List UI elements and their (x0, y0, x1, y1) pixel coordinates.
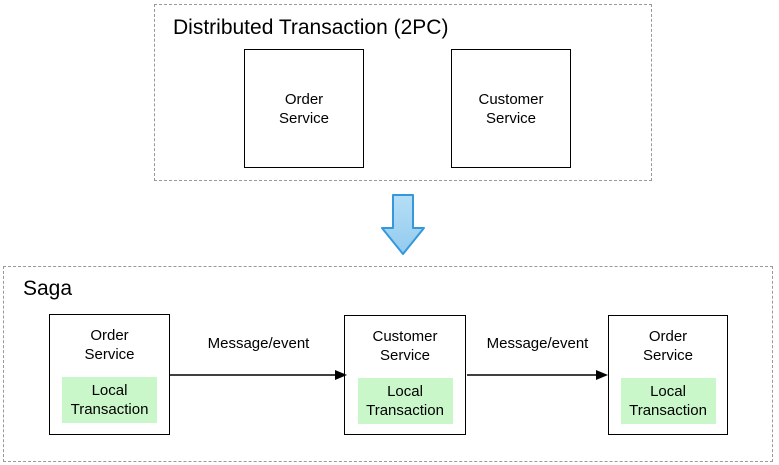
message-arrow-1 (170, 370, 347, 380)
message-arrow-2 (467, 370, 608, 380)
local-transaction-box-2: Local Transaction (357, 378, 453, 424)
local-transaction-box-1: Local Transaction (62, 377, 157, 423)
two-pc-customer-service-label: Customer Service (478, 90, 544, 127)
two-pc-customer-service-box: Customer Service (451, 49, 571, 168)
local-transaction-box-3: Local Transaction (620, 378, 716, 424)
saga-container: Saga Order Service Local Transaction Cus… (3, 266, 773, 462)
down-arrow-icon (381, 194, 425, 255)
saga-order-service-box-2: Order Service Local Transaction (608, 315, 728, 435)
message-event-label-2: Message/event (486, 335, 589, 352)
two-pc-title: Distributed Transaction (2PC) (173, 16, 449, 39)
two-pc-order-service-label: Order Service (278, 90, 330, 127)
two-pc-container: Distributed Transaction (2PC) Order Serv… (154, 4, 652, 181)
message-event-label-1: Message/event (207, 335, 310, 352)
saga-order-service-label-2: Order Service (642, 328, 694, 364)
saga-customer-service-label: Customer Service (372, 328, 438, 364)
saga-customer-service-box: Customer Service Local Transaction (344, 315, 466, 435)
saga-order-service-box-1: Order Service Local Transaction (49, 314, 170, 435)
saga-order-service-label-1: Order Service (84, 327, 135, 363)
saga-title: Saga (23, 277, 73, 300)
two-pc-order-service-box: Order Service (244, 49, 364, 168)
